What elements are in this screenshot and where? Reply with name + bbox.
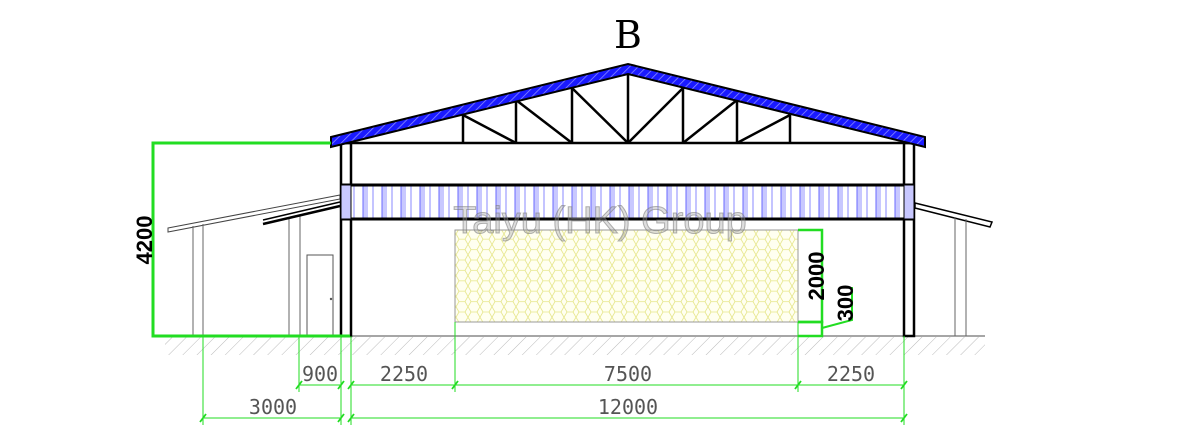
horizontal-dimensions: [199, 322, 908, 425]
dim-12000: 12000: [598, 395, 658, 419]
dim-900: 900: [302, 362, 338, 386]
svg-text:300: 300: [833, 285, 858, 322]
dim-2250-right: 2250: [827, 362, 875, 386]
svg-text:4200: 4200: [132, 216, 157, 265]
roof-truss: [461, 73, 792, 145]
left-side-shed: [167, 194, 341, 337]
dim-3000: 3000: [249, 395, 297, 419]
door-handle: [329, 297, 333, 301]
roof: [330, 62, 926, 149]
louver-band: [340, 183, 915, 221]
right-side-shed: [914, 202, 994, 336]
cooling-pad: [454, 229, 799, 323]
ground: [165, 335, 985, 355]
drawing-title: B: [614, 13, 642, 57]
dim-7500: 7500: [604, 362, 652, 386]
dim-pad-height: 2000 300: [798, 228, 858, 338]
dim-height-4200: 4200: [132, 141, 350, 338]
dim-2250-left: 2250: [380, 362, 428, 386]
watermark: Taiyu (HK) Group: [453, 200, 747, 242]
svg-text:2000: 2000: [804, 252, 829, 301]
side-door: [306, 254, 334, 337]
